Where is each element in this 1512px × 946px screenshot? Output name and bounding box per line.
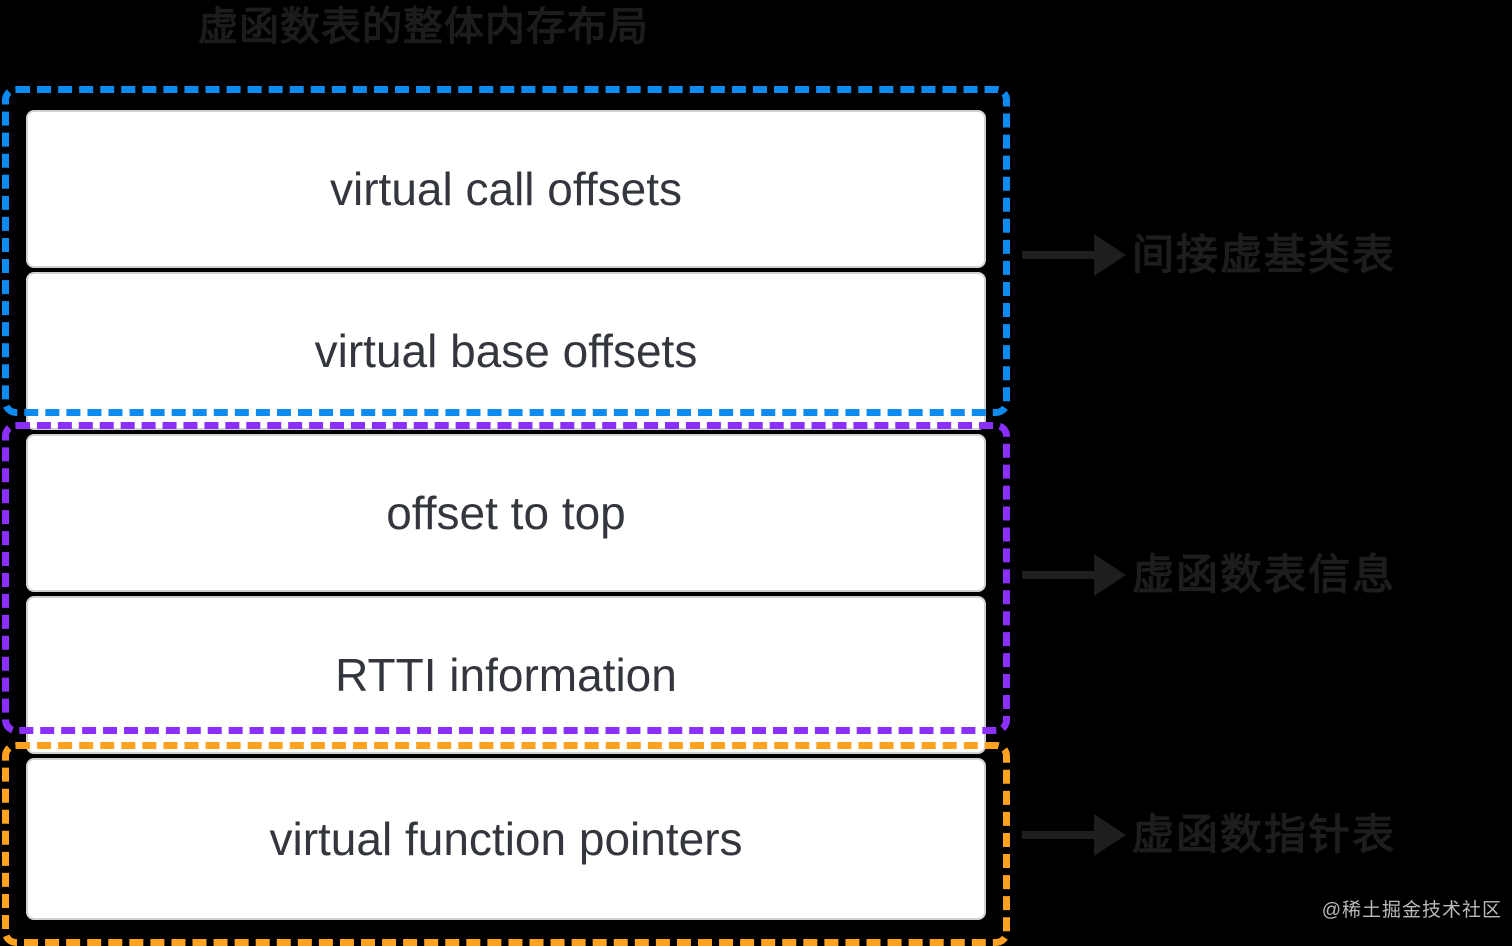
memory-box-virtual-call-offsets: virtual call offsets xyxy=(26,110,986,268)
memory-layout-stack: virtual call offsets virtual base offset… xyxy=(26,110,986,920)
right-arrow-icon xyxy=(1022,540,1126,610)
watermark: @稀土掘金技术社区 xyxy=(1321,900,1502,921)
annotation-vtable-info: 虚函数表信息 xyxy=(1022,540,1396,610)
annotation-label: 虚函数表信息 xyxy=(1132,551,1397,598)
memory-box-label: virtual base offsets xyxy=(314,325,698,377)
memory-box-label: offset to top xyxy=(386,487,626,539)
memory-box-virtual-function-pointers: virtual function pointers xyxy=(26,758,986,920)
annotation-virtual-base-table: 间接虚基类表 xyxy=(1022,220,1396,290)
page-title: 虚函数表的整体内存布局 xyxy=(198,5,649,49)
memory-box-label: virtual function pointers xyxy=(269,813,743,865)
right-arrow-icon xyxy=(1022,800,1126,870)
annotation-label: 虚函数指针表 xyxy=(1132,811,1397,858)
memory-box-virtual-base-offsets: virtual base offsets xyxy=(26,272,986,430)
memory-box-rtti-information: RTTI information xyxy=(26,596,986,754)
memory-box-label: RTTI information xyxy=(335,649,677,701)
annotation-virtual-function-pointer-table: 虚函数指针表 xyxy=(1022,800,1396,870)
memory-box-label: virtual call offsets xyxy=(330,163,682,215)
annotation-label: 间接虚基类表 xyxy=(1132,231,1397,278)
memory-box-offset-to-top: offset to top xyxy=(26,434,986,592)
right-arrow-icon xyxy=(1022,220,1126,290)
